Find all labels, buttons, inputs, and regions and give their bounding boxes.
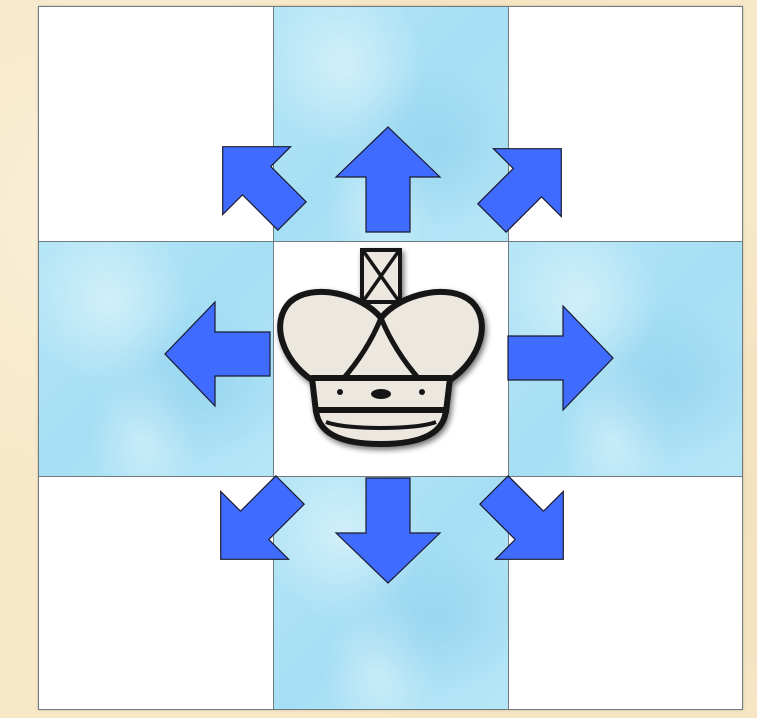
square-bottom-right[interactable]	[508, 476, 743, 710]
square-bottom-left[interactable]	[38, 476, 274, 710]
chess-board	[38, 6, 743, 710]
square-middle-left[interactable]	[38, 241, 274, 477]
square-center[interactable]	[273, 241, 509, 477]
square-bottom-center[interactable]	[273, 476, 509, 710]
square-top-left[interactable]	[38, 6, 274, 242]
square-top-center[interactable]	[273, 6, 509, 242]
square-top-right[interactable]	[508, 6, 743, 242]
square-middle-right[interactable]	[508, 241, 743, 477]
